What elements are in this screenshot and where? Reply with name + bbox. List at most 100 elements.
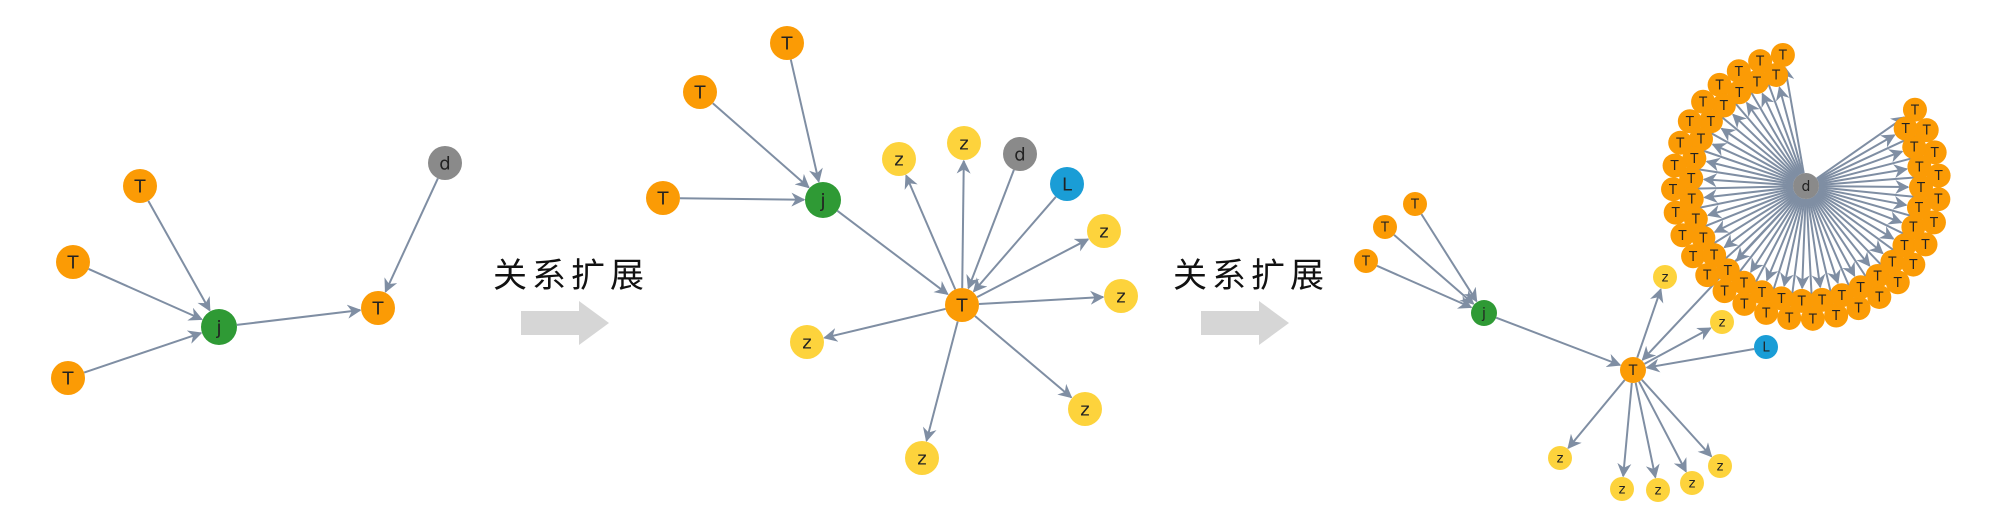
node-z[interactable]: z <box>1548 446 1572 470</box>
node-z[interactable]: z <box>947 126 981 160</box>
node-circle[interactable] <box>1708 454 1732 478</box>
node-circle[interactable] <box>1754 300 1779 325</box>
node-d[interactable]: d <box>1793 173 1819 199</box>
node-circle[interactable] <box>123 169 157 203</box>
node-circle[interactable] <box>1646 478 1670 502</box>
hub-target-node[interactable]: T <box>1677 109 1702 134</box>
hub-target-node[interactable]: T <box>1846 296 1871 321</box>
hub-target-node[interactable]: T <box>1670 223 1695 248</box>
node-circle[interactable] <box>947 126 981 160</box>
hub-target-node[interactable]: T <box>1907 154 1932 179</box>
hub-target-node[interactable]: T <box>1926 163 1951 188</box>
node-z[interactable]: z <box>1653 265 1677 289</box>
hub-target-node[interactable]: T <box>1715 258 1740 283</box>
hub-target-node[interactable]: T <box>1885 270 1910 295</box>
node-circle[interactable] <box>1087 214 1121 248</box>
node-t[interactable]: T <box>770 26 804 60</box>
node-circle[interactable] <box>201 309 237 345</box>
node-circle[interactable] <box>1661 177 1686 202</box>
node-circle[interactable] <box>790 325 824 359</box>
hub-target-node[interactable]: T <box>1777 305 1802 330</box>
hub-target-node[interactable]: T <box>1744 69 1769 94</box>
hub-target-node[interactable]: T <box>1661 177 1686 202</box>
node-circle[interactable] <box>1880 249 1905 274</box>
node-circle[interactable] <box>1906 195 1931 220</box>
node-circle[interactable] <box>1885 270 1910 295</box>
node-circle[interactable] <box>1691 225 1716 250</box>
node-z[interactable]: z <box>790 325 824 359</box>
node-circle[interactable] <box>1748 49 1773 74</box>
node-circle[interactable] <box>646 181 680 215</box>
hub-target-node[interactable]: T <box>1688 127 1713 152</box>
node-circle[interactable] <box>1829 283 1854 308</box>
node-l[interactable]: L <box>1050 167 1084 201</box>
hub-target-node[interactable]: T <box>1691 225 1716 250</box>
hub-target-node[interactable]: T <box>1926 187 1951 212</box>
node-circle[interactable] <box>1810 287 1835 312</box>
node-circle[interactable] <box>1653 265 1677 289</box>
hub-target-node[interactable]: T <box>1892 233 1917 258</box>
node-l[interactable]: L <box>1754 335 1778 359</box>
hub-target-node[interactable]: T <box>1754 300 1779 325</box>
node-t[interactable]: T <box>1403 192 1427 216</box>
node-circle[interactable] <box>805 182 841 218</box>
node-circle[interactable] <box>1680 471 1704 495</box>
hub-target-node[interactable]: T <box>1712 279 1737 304</box>
node-j[interactable]: j <box>201 309 237 345</box>
hub-target-node[interactable]: T <box>1770 43 1795 68</box>
hub-target-node[interactable]: T <box>1893 116 1918 141</box>
node-circle[interactable] <box>1373 215 1397 239</box>
node-circle[interactable] <box>1749 280 1774 305</box>
node-circle[interactable] <box>1104 279 1138 313</box>
node-circle[interactable] <box>1548 446 1572 470</box>
node-circle[interactable] <box>1922 140 1947 165</box>
node-circle[interactable] <box>1726 59 1751 84</box>
node-circle[interactable] <box>1848 275 1873 300</box>
node-z[interactable]: z <box>882 142 916 176</box>
node-circle[interactable] <box>1403 192 1427 216</box>
node-t[interactable]: T <box>683 75 717 109</box>
node-t[interactable]: T <box>1373 215 1397 239</box>
node-circle[interactable] <box>1893 116 1918 141</box>
node-circle[interactable] <box>56 245 90 279</box>
node-circle[interactable] <box>1777 305 1802 330</box>
node-t[interactable]: T <box>1620 357 1646 383</box>
node-circle[interactable] <box>51 361 85 395</box>
node-t[interactable]: T <box>361 291 395 325</box>
node-circle[interactable] <box>1679 166 1704 191</box>
node-circle[interactable] <box>683 75 717 109</box>
node-circle[interactable] <box>1800 306 1825 331</box>
hub-target-node[interactable]: T <box>1906 195 1931 220</box>
hub-target-node[interactable]: T <box>1726 59 1751 84</box>
node-circle[interactable] <box>1682 146 1707 171</box>
hub-target-node[interactable]: T <box>1901 252 1926 277</box>
hub-target-node[interactable]: T <box>1880 249 1905 274</box>
node-circle[interactable] <box>361 291 395 325</box>
node-circle[interactable] <box>1744 69 1769 94</box>
hub-target-node[interactable]: T <box>1800 306 1825 331</box>
node-circle[interactable] <box>1662 153 1687 178</box>
node-d[interactable]: d <box>428 146 462 180</box>
node-circle[interactable] <box>1681 244 1706 269</box>
node-j[interactable]: j <box>1471 300 1497 326</box>
node-circle[interactable] <box>1902 97 1927 122</box>
hub-target-node[interactable]: T <box>1662 153 1687 178</box>
hub-target-node[interactable]: T <box>1824 303 1849 328</box>
node-circle[interactable] <box>1710 310 1734 334</box>
node-circle[interactable] <box>1610 477 1634 501</box>
node-circle[interactable] <box>1732 291 1757 316</box>
hub-target-node[interactable]: T <box>1748 49 1773 74</box>
hub-target-node[interactable]: T <box>1902 135 1927 160</box>
node-circle[interactable] <box>1901 215 1926 240</box>
node-circle[interactable] <box>1901 252 1926 277</box>
hub-target-node[interactable]: T <box>1707 72 1732 97</box>
hub-target-node[interactable]: T <box>1922 140 1947 165</box>
hub-target-node[interactable]: T <box>1679 166 1704 191</box>
node-circle[interactable] <box>1824 303 1849 328</box>
node-circle[interactable] <box>905 441 939 475</box>
node-z[interactable]: z <box>1646 478 1670 502</box>
hub-target-node[interactable]: T <box>1921 210 1946 235</box>
node-circle[interactable] <box>1867 284 1892 309</box>
hub-target-node[interactable]: T <box>1908 175 1933 200</box>
hub-target-node[interactable]: T <box>1668 130 1693 155</box>
